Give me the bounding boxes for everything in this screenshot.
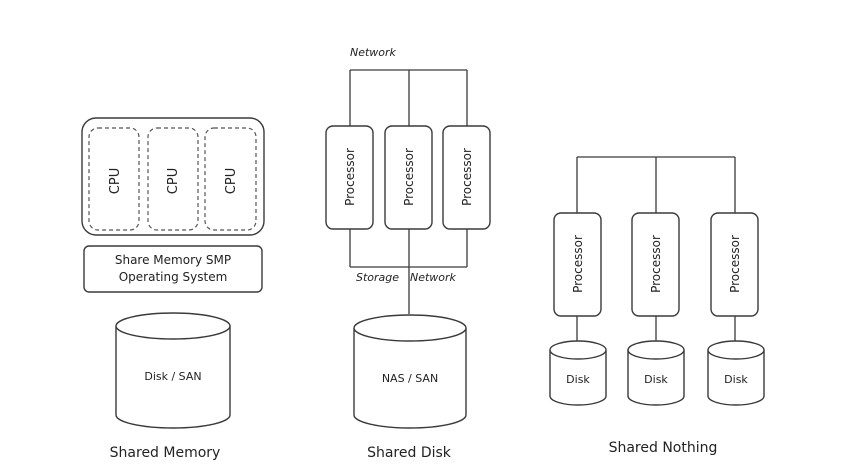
network-top-label: Network [350,46,397,59]
storage-label: Storage [356,271,399,284]
disk-cylinder-1 [549,340,607,406]
nas-san-cylinder [353,314,467,429]
cpu-box-3 [204,127,257,231]
sn-processor-label-2: Processor [649,235,663,293]
shared-nothing-caption: Shared Nothing [609,440,718,456]
sn-processor-label-3: Processor [728,235,742,293]
shared-memory-architecture: CPU CPU CPU Share Memory SMP Operating S… [81,117,265,461]
cpu-box-2 [147,127,199,231]
disk-san-cylinder [115,312,231,429]
network-bottom-label: Network [410,271,457,284]
disk-cylinder-3 [707,340,765,406]
disk-label-2: Disk [644,373,668,386]
disk-label-3: Disk [724,373,748,386]
shared-nothing-architecture: Processor Processor Processor Disk Disk … [549,156,765,456]
disk-label-1: Disk [566,373,590,386]
nas-san-label: NAS / SAN [382,372,438,385]
smp-os-label-line2: Operating System [119,270,228,284]
sn-processor-label-1: Processor [571,235,585,293]
disk-san-label: Disk / SAN [144,370,201,383]
disk-cylinder-2 [627,340,685,406]
shared-disk-caption: Shared Disk [367,445,452,461]
cpu-label-1: CPU [108,168,123,194]
sd-processor-label-3: Processor [460,148,474,206]
smp-os-box [83,245,263,293]
cpu-label-3: CPU [224,168,239,194]
cpu-label-2: CPU [166,168,181,194]
smp-os-label-line1: Share Memory SMP [115,253,231,267]
shared-disk-architecture: Network Processor Processor Processor St… [325,46,491,461]
sd-processor-label-2: Processor [402,148,416,206]
shared-memory-caption: Shared Memory [110,445,221,461]
sd-processor-label-1: Processor [343,148,357,206]
cpu-box-1 [88,127,140,231]
